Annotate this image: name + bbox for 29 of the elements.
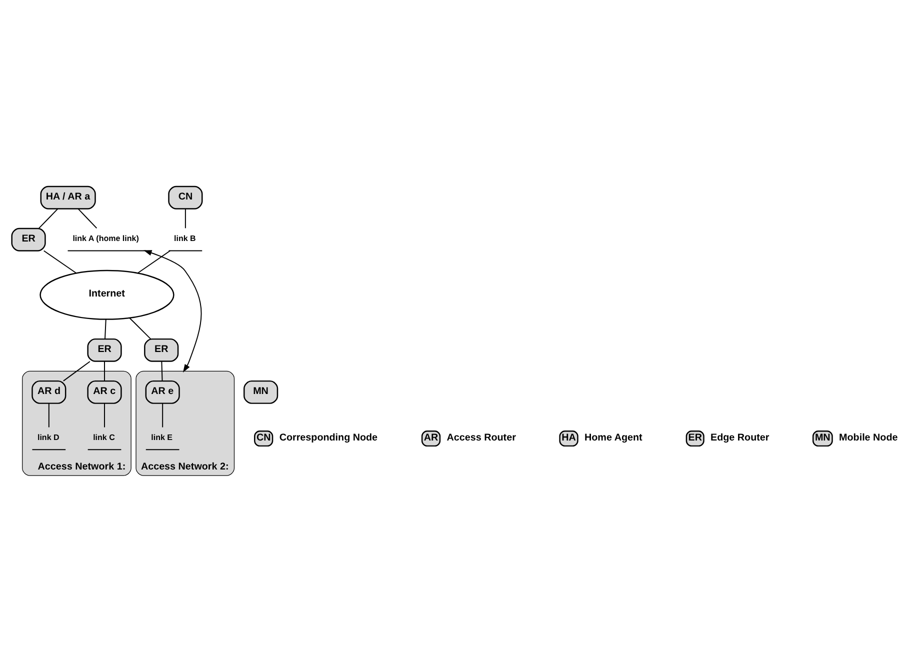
node-box: AR e [145, 380, 180, 404]
connector [78, 208, 98, 228]
connector [48, 402, 50, 428]
connector [104, 318, 106, 339]
connector [161, 360, 163, 381]
connector [62, 360, 90, 381]
connector [129, 316, 152, 340]
node-box: MN [244, 380, 278, 404]
connector [38, 208, 58, 228]
node-label: Mobile Node [839, 432, 898, 443]
connector [137, 250, 171, 274]
node-box: ER [87, 338, 122, 362]
arrow [144, 250, 202, 372]
node-box: ER [11, 227, 46, 251]
node-box: AR d [32, 380, 66, 404]
node-box: HA / AR a [40, 185, 96, 209]
connector [104, 402, 105, 428]
connector [162, 402, 164, 428]
node-box: CN [168, 185, 203, 209]
node-ellipse: Internet [40, 269, 174, 320]
node-box: ER [144, 338, 179, 362]
node-label: Edge Router [710, 432, 770, 443]
node-label: Access Router [446, 432, 516, 443]
node-label: Home Agent [584, 432, 642, 443]
node-box: AR c [87, 380, 122, 404]
connector [184, 208, 186, 228]
node-label: Corresponding Node [279, 432, 378, 443]
connector [43, 250, 77, 274]
connector [104, 360, 105, 381]
